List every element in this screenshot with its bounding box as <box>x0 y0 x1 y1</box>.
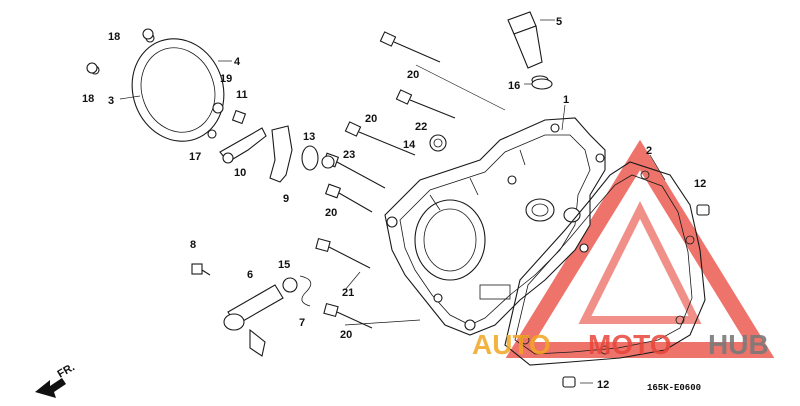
watermark-inner-triangle-icon <box>578 201 702 324</box>
callout-13: 13 <box>303 131 315 143</box>
callouts: 1 2 3 4 5 6 7 8 9 10 11 12 12 13 14 15 1… <box>82 16 706 391</box>
nut-icon <box>212 102 224 114</box>
callout-12b: 12 <box>597 379 609 391</box>
return-spring <box>299 275 312 307</box>
oil-filler-cap <box>507 11 549 85</box>
shift-shaft <box>223 284 284 357</box>
callout-11: 11 <box>236 89 248 101</box>
screw-icon <box>207 129 217 139</box>
callout-6: 6 <box>247 269 253 281</box>
callout-1: 1 <box>563 94 569 106</box>
callout-10: 10 <box>234 167 246 179</box>
callout-8: 8 <box>190 239 196 251</box>
callout-22: 22 <box>415 121 427 133</box>
callout-15: 15 <box>278 259 290 271</box>
callout-17: 17 <box>189 151 201 163</box>
bolts <box>315 31 456 329</box>
bearing-icon <box>429 134 447 152</box>
callout-20c: 20 <box>325 207 337 219</box>
callout-23: 23 <box>343 149 355 161</box>
bolt-8-icon <box>191 263 203 275</box>
callout-9: 9 <box>283 193 289 205</box>
front-direction-indicator: FR. <box>35 361 77 398</box>
watermark-hub: HUB <box>708 329 769 360</box>
dowel-pin-lower <box>562 376 576 388</box>
callout-7: 7 <box>299 317 305 329</box>
callout-19: 19 <box>220 73 232 85</box>
diagram-code: 165K-E0600 <box>647 383 701 393</box>
gear-icon <box>301 145 319 171</box>
dowel-pin-upper <box>696 204 710 216</box>
callout-20b: 20 <box>365 113 377 125</box>
callout-14: 14 <box>403 139 416 151</box>
callout-12a: 12 <box>694 178 706 190</box>
callout-18b: 18 <box>82 93 94 105</box>
callout-20a: 20 <box>407 69 419 81</box>
bracket <box>269 125 293 183</box>
watermark-text: AUTO MOTO HUB <box>472 329 769 360</box>
leader-lines <box>119 19 666 384</box>
callout-4: 4 <box>234 56 241 68</box>
watermark-auto: AUTO <box>472 329 551 360</box>
callout-20d: 20 <box>340 329 352 341</box>
callout-21: 21 <box>342 287 354 299</box>
callout-3: 3 <box>108 95 114 107</box>
gasket <box>504 161 706 366</box>
callout-16: 16 <box>508 80 520 92</box>
spring <box>231 109 247 125</box>
callout-5: 5 <box>556 16 562 28</box>
callout-18a: 18 <box>108 31 120 43</box>
crankcase-cover <box>384 117 606 336</box>
direction-label: FR. <box>56 361 77 380</box>
arrow-icon <box>35 378 66 398</box>
watermark-moto: MOTO <box>588 329 671 360</box>
o-ring-icon <box>282 277 298 293</box>
callout-2: 2 <box>646 145 652 157</box>
